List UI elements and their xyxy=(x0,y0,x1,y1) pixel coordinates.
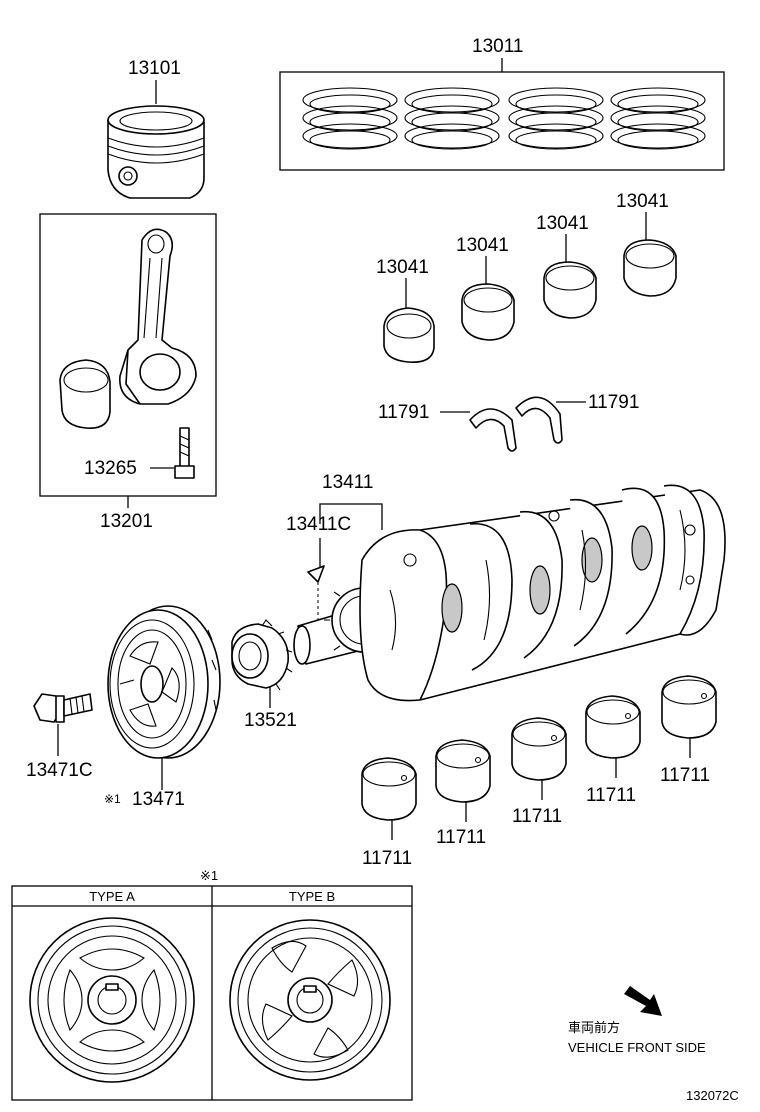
connecting-rod xyxy=(119,228,197,405)
rod-bolt xyxy=(174,427,195,479)
pulley-mark: ※1 xyxy=(104,792,121,806)
label-crank-sprocket: 13521 xyxy=(244,710,297,731)
label-rod-bearing-1: 13041 xyxy=(376,257,429,278)
rod-bearing xyxy=(59,359,111,429)
direction-jp: 車両前方 xyxy=(568,1020,620,1035)
label-rod-bearing-2: 13041 xyxy=(456,235,509,256)
label-piston: 13101 xyxy=(128,58,181,79)
main-bearings xyxy=(361,675,717,821)
label-main-bearing-2: 11711 xyxy=(436,827,486,848)
label-rod-bearing-3: 13041 xyxy=(536,213,589,234)
pulley-bolt xyxy=(33,693,93,723)
label-rod-bearing-4: 13041 xyxy=(616,191,669,212)
front-direction-arrow-icon xyxy=(624,986,662,1016)
piston xyxy=(107,105,205,199)
pulley-type-b xyxy=(229,919,391,1081)
label-rod-assy: 13201 xyxy=(100,511,153,532)
label-main-bearing-5: 11711 xyxy=(660,765,710,786)
label-main-bearing-3: 11711 xyxy=(512,806,562,827)
label-crankshaft: 13411 xyxy=(322,472,373,493)
type-b-title: TYPE B xyxy=(289,889,335,904)
label-rod-bolt: 13265 xyxy=(84,458,137,479)
label-pulley-bolt: 13471C xyxy=(26,760,93,781)
label-main-bearing-4: 11711 xyxy=(586,785,636,806)
label-crank-key: 13411C xyxy=(286,514,351,535)
piston-rings xyxy=(302,87,706,150)
diagram-code: 132072C xyxy=(686,1088,739,1103)
rod-bearings xyxy=(383,239,677,364)
direction-en: VEHICLE FRONT SIDE xyxy=(568,1040,706,1055)
label-pulley: 13471 xyxy=(132,789,185,810)
label-ring-set: 13011 xyxy=(472,36,523,57)
pulley-type-a xyxy=(29,917,195,1083)
crank-pulley xyxy=(107,605,221,759)
types-panel-mark: ※1 xyxy=(200,868,218,883)
ring-set-box xyxy=(279,71,725,171)
thrust-washers xyxy=(469,396,563,452)
label-main-bearing-1: 11711 xyxy=(362,848,412,869)
crankshaft xyxy=(293,484,726,702)
crank-key xyxy=(307,565,325,583)
crank-sprocket xyxy=(231,619,293,691)
type-a-title: TYPE A xyxy=(89,889,135,904)
label-thrust-washer-right: 11791 xyxy=(588,392,639,413)
label-thrust-washer-left: 11791 xyxy=(378,402,429,423)
